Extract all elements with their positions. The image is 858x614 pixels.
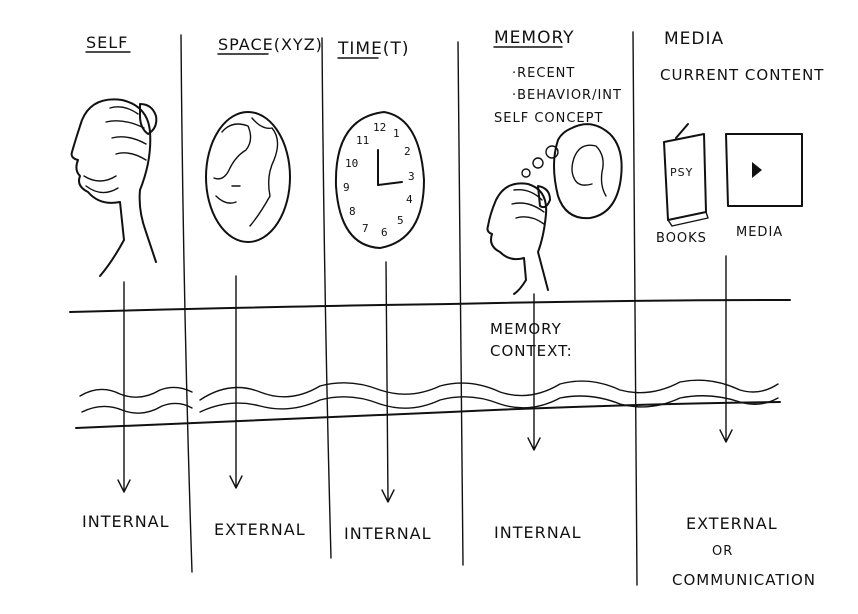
divider-1 (180, 34, 193, 573)
self-result: INTERNAL (82, 512, 170, 531)
space-arrow (229, 275, 243, 489)
clock-number: 3 (408, 170, 415, 183)
media-arrow (719, 255, 733, 443)
clock-number: 10 (345, 157, 358, 170)
divider-2 (321, 37, 332, 559)
media-result-line2: OR (712, 544, 733, 559)
memory-arrow (527, 293, 541, 451)
clock-number: 5 (397, 214, 404, 227)
self-arrow (117, 281, 131, 493)
clock-number: 6 (381, 226, 388, 239)
upper-boundary-line (69, 299, 791, 313)
clock-number: 7 (362, 222, 369, 235)
clock-number: 4 (406, 193, 413, 206)
media-heading: MEDIA (664, 29, 724, 49)
divider-4 (632, 31, 638, 586)
space-heading: SPACE(XYZ) (218, 35, 323, 54)
head-profile-icon (70, 98, 158, 277)
memory-note-behavior: ·BEHAVIOR/INT (512, 88, 622, 103)
memory-note-recent: ·RECENT (512, 66, 575, 81)
space-result: EXTERNAL (214, 520, 306, 539)
memory-note-self-concept: SELF CONCEPT (494, 111, 603, 126)
time-heading: TIME(T) (337, 39, 409, 59)
media-subheading: CURRENT CONTENT (660, 66, 824, 84)
globe-icon (205, 111, 291, 243)
divider-3 (457, 41, 464, 566)
book-spine-label: PSY (670, 166, 693, 179)
media-result-line1: EXTERNAL (686, 514, 778, 533)
clock-minute-hand (377, 181, 403, 186)
clock-number: 11 (356, 134, 369, 147)
memory-context-band (75, 379, 781, 429)
thought-bubble-icon (521, 123, 623, 220)
book-icon: PSY (663, 123, 709, 227)
memory-heading: MEMORY (494, 28, 575, 48)
flow-arrows (117, 255, 733, 503)
column-dividers (180, 31, 638, 586)
head-profile-icon (486, 182, 551, 295)
play-icon (752, 162, 762, 178)
self-heading: SELF (86, 33, 128, 52)
clock-number: 2 (404, 145, 411, 158)
video-player-icon (725, 133, 803, 207)
media-item-media: MEDIA (736, 225, 783, 240)
clock-icon: 12 1 2 3 4 5 6 7 8 9 10 11 (334, 111, 425, 249)
time-result: INTERNAL (344, 524, 432, 543)
clock-face-numbers: 12 1 2 3 4 5 6 7 8 9 10 11 (343, 121, 415, 239)
time-arrow (381, 261, 395, 503)
clock-number: 12 (373, 121, 386, 134)
memory-context-label-line2: CONTEXT: (490, 342, 573, 360)
clock-number: 1 (393, 127, 400, 140)
clock-number: 8 (349, 205, 356, 218)
media-result-line3: COMMUNICATION (672, 571, 816, 589)
media-item-books: BOOKS (656, 231, 707, 246)
clock-number: 9 (343, 181, 350, 194)
memory-result: INTERNAL (494, 523, 582, 542)
memory-context-label-line1: MEMORY (490, 320, 562, 338)
lower-boundary-line (75, 401, 781, 429)
